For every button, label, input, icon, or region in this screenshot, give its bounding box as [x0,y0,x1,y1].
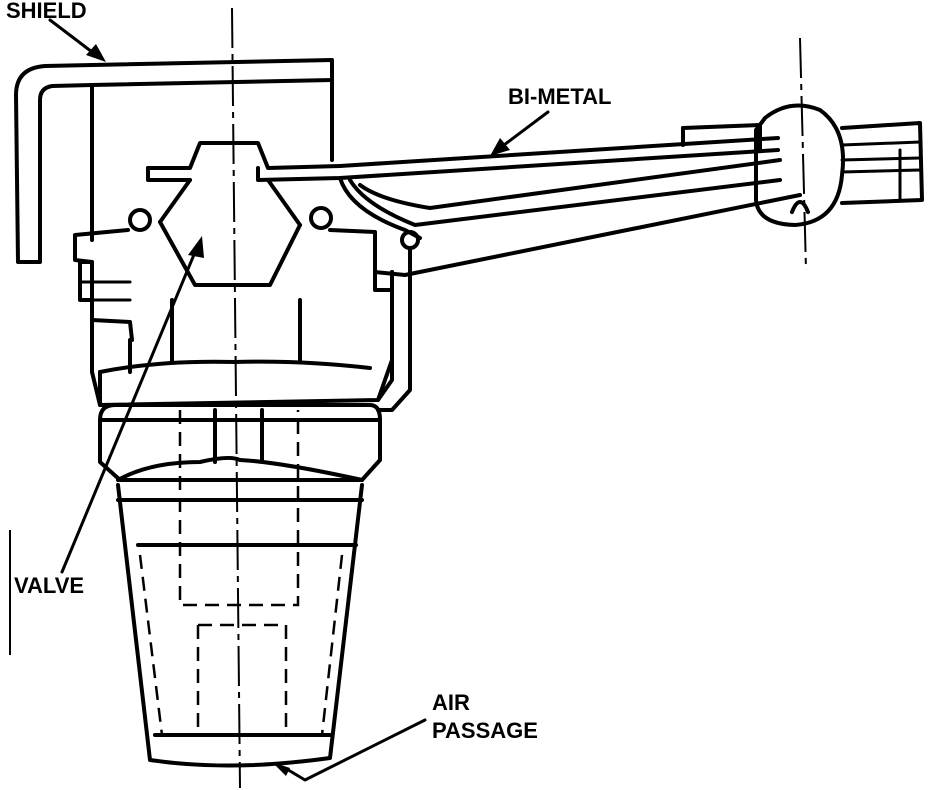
left-fitting [78,260,132,302]
valve-head [73,141,377,342]
air-passage-label-line2: PASSAGE [432,718,538,743]
bimetal-arm [256,136,802,292]
shield-leader [48,18,106,62]
connecting-tube [376,246,412,412]
bimetal-label: BI-METAL [508,84,611,109]
arm-mount [681,103,924,227]
lower-body [116,483,364,768]
arm-center-line [799,37,807,271]
shield-label: SHIELD [6,0,87,23]
valve-leader [60,236,204,574]
air-passage-label-line1: AIR [432,690,470,715]
hex-nut [98,403,382,482]
valve-label: VALVE [14,573,84,598]
housing [90,298,394,407]
shield [14,58,334,264]
bimetal-leader [490,110,550,156]
valve-center-line [231,7,241,789]
air-passage-leader [272,718,427,782]
hidden-lines [138,410,344,736]
